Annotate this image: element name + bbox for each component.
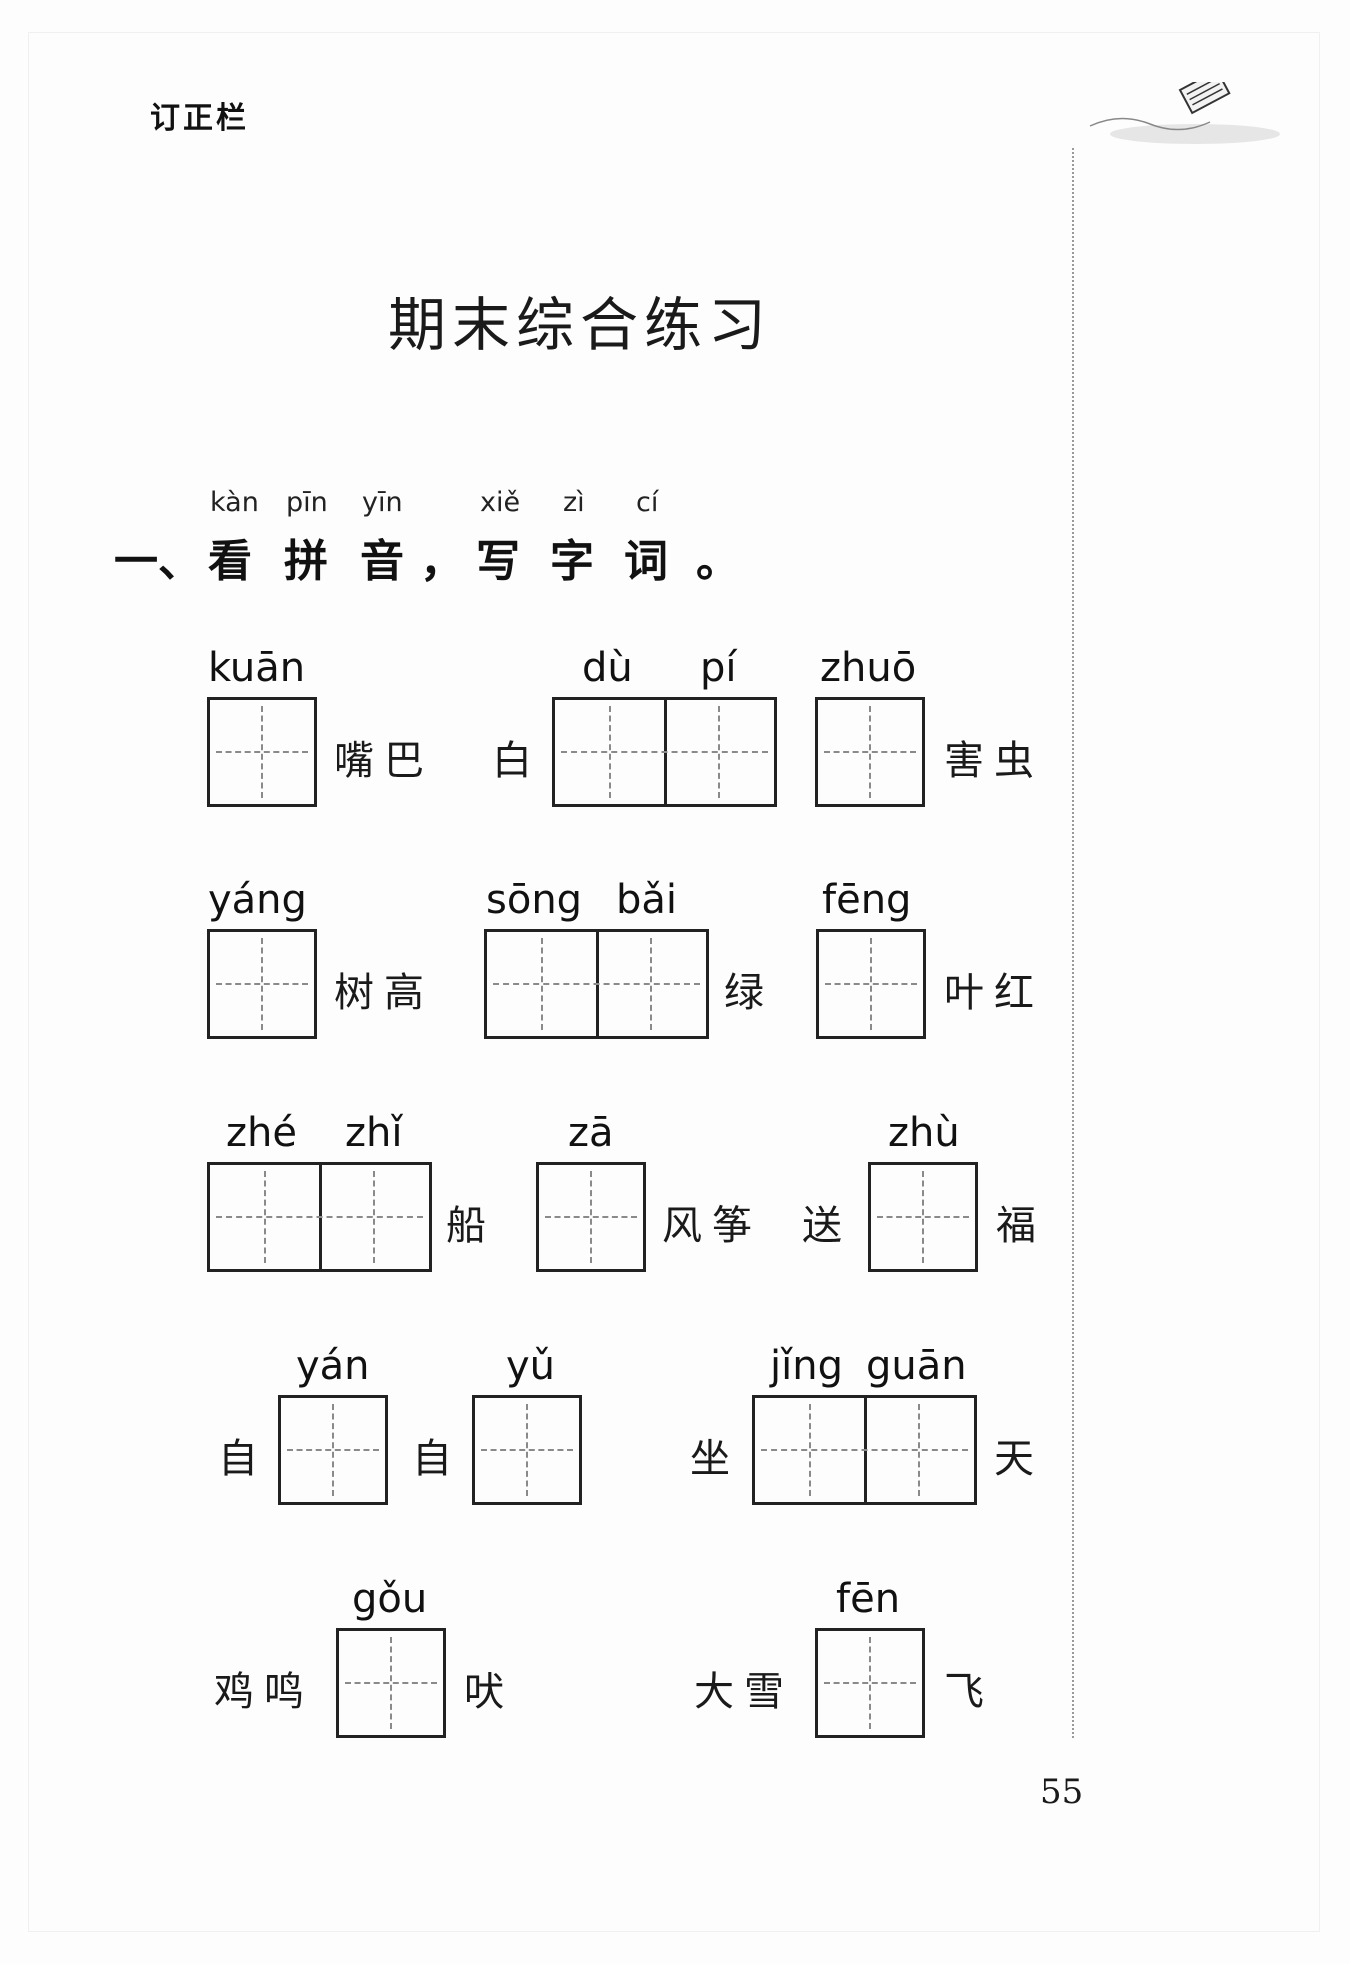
- pencil-icon: [1089, 82, 1280, 144]
- heading-pinyin: yīn: [362, 487, 403, 518]
- given-word: 坐: [690, 1436, 740, 1482]
- given-word: 飞: [944, 1669, 994, 1715]
- heading-char: ，: [420, 536, 464, 587]
- pinyin-label: yǔ: [506, 1343, 556, 1389]
- writing-box[interactable]: [536, 1162, 646, 1272]
- given-word: 天: [994, 1436, 1044, 1482]
- correction-column-header: [1080, 82, 1310, 152]
- pinyin-label: pí: [700, 645, 737, 691]
- pinyin-label: yáng: [208, 877, 307, 923]
- pinyin-label: sōng: [486, 877, 583, 923]
- given-word: 吠: [464, 1669, 514, 1715]
- heading-char: 字: [550, 536, 594, 587]
- page-number: 55: [1040, 1772, 1084, 1812]
- writing-box[interactable]: [472, 1395, 582, 1505]
- writing-box[interactable]: [207, 697, 317, 807]
- writing-box[interactable]: [278, 1395, 388, 1505]
- pinyin-label: guān: [866, 1343, 967, 1389]
- correction-column-divider: [1072, 148, 1074, 1738]
- writing-box[interactable]: [336, 1628, 446, 1738]
- given-word: 鸡鸣: [214, 1669, 314, 1715]
- pinyin-label: bǎi: [616, 877, 678, 923]
- page-border: [28, 32, 1320, 1932]
- writing-box-double[interactable]: [207, 1162, 432, 1272]
- given-word: 福: [996, 1203, 1046, 1249]
- writing-box[interactable]: [816, 929, 926, 1039]
- heading-pinyin: kàn: [210, 487, 259, 518]
- given-word: 船: [446, 1203, 496, 1249]
- heading-pinyin: cí: [636, 487, 659, 518]
- writing-box-double[interactable]: [484, 929, 709, 1039]
- pinyin-label: kuān: [208, 645, 306, 691]
- section-number: 一、: [114, 536, 202, 587]
- heading-char: 词: [624, 536, 668, 587]
- heading-pinyin: zì: [563, 487, 585, 518]
- given-word: 自: [412, 1436, 462, 1482]
- pinyin-label: jǐng: [770, 1343, 843, 1389]
- heading-char: 。: [696, 536, 740, 587]
- writing-box-double[interactable]: [752, 1395, 977, 1505]
- heading-pinyin: pīn: [286, 487, 328, 518]
- pinyin-label: dù: [582, 645, 633, 691]
- pinyin-label: fēn: [836, 1576, 901, 1622]
- pinyin-label: gǒu: [352, 1576, 428, 1622]
- pinyin-label: zhuō: [820, 645, 917, 691]
- heading-char: 写: [476, 536, 520, 587]
- pinyin-label: zhǐ: [345, 1110, 403, 1156]
- given-word: 嘴巴: [334, 738, 434, 784]
- pinyin-label: zhù: [888, 1110, 960, 1156]
- pinyin-label: fēng: [822, 877, 912, 923]
- given-word: 叶红: [944, 970, 1044, 1016]
- writing-box[interactable]: [207, 929, 317, 1039]
- page-title: 期末综合练习: [387, 291, 772, 359]
- pinyin-label: yán: [296, 1343, 370, 1389]
- heading-char: 音: [360, 536, 404, 587]
- heading-pinyin: xiě: [480, 487, 521, 518]
- given-word: 风筝: [662, 1203, 762, 1249]
- heading-char: 拼: [284, 536, 328, 587]
- given-word: 大雪: [694, 1669, 794, 1715]
- writing-box[interactable]: [815, 1628, 925, 1738]
- correction-column-label: 订正栏: [150, 101, 249, 136]
- given-word: 树高: [334, 970, 434, 1016]
- writing-box[interactable]: [815, 697, 925, 807]
- given-word: 自: [218, 1436, 268, 1482]
- given-word: 白: [492, 738, 542, 784]
- writing-box-double[interactable]: [552, 697, 777, 807]
- pinyin-label: zhé: [226, 1110, 297, 1156]
- pinyin-label: zā: [568, 1110, 614, 1156]
- given-word: 送: [802, 1203, 852, 1249]
- heading-char: 看: [208, 536, 252, 587]
- given-word: 绿: [724, 970, 774, 1016]
- given-word: 害虫: [944, 738, 1044, 784]
- writing-box[interactable]: [868, 1162, 978, 1272]
